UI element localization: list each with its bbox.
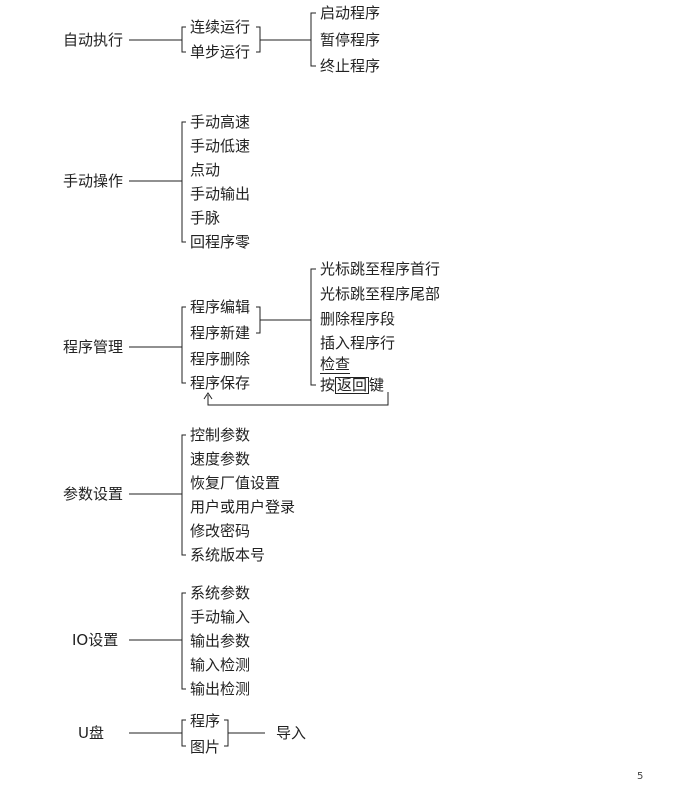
output-params-label: 输出参数 (190, 632, 251, 650)
page-number: 5 (637, 771, 644, 782)
press-return-key-label: 按返回键 (320, 375, 384, 395)
cursor-to-first-line-label: 光标跳至程序首行 (320, 260, 441, 278)
return-program-zero-label: 回程序零 (190, 233, 251, 251)
auto-execution-label: 自动执行 (63, 31, 124, 49)
speed-params-label: 速度参数 (190, 450, 251, 468)
manual-high-speed-label: 手动高速 (190, 113, 251, 131)
program-delete-label: 程序删除 (190, 350, 251, 368)
manual-operation-label: 手动操作 (63, 172, 124, 190)
jog-label: 点动 (190, 161, 221, 179)
delete-block-label: 删除程序段 (320, 310, 396, 328)
key-suffix: 键 (369, 376, 385, 394)
program-new-label: 程序新建 (190, 324, 251, 342)
check-label: 检查 (320, 355, 351, 374)
return-key-box: 返回 (335, 376, 370, 394)
system-params-label: 系统参数 (190, 584, 251, 602)
pause-program-label: 暂停程序 (320, 31, 381, 49)
restore-factory-label: 恢复厂值设置 (190, 474, 281, 492)
continuous-run-label: 连续运行 (190, 18, 251, 36)
stop-program-label: 终止程序 (320, 57, 381, 75)
manual-low-speed-label: 手动低速 (190, 137, 251, 155)
output-detection-label: 输出检测 (190, 680, 251, 698)
io-settings-label: IO设置 (72, 631, 119, 649)
single-step-run-label: 单步运行 (190, 43, 251, 61)
program-save-label: 程序保存 (190, 374, 251, 392)
insert-line-label: 插入程序行 (320, 334, 396, 352)
parameter-settings-label: 参数设置 (63, 485, 124, 503)
handwheel-label: 手脉 (190, 209, 221, 227)
start-program-label: 启动程序 (320, 4, 381, 22)
program-management-label: 程序管理 (63, 338, 124, 356)
manual-output-label: 手动输出 (190, 185, 251, 203)
user-login-label: 用户或用户登录 (190, 498, 296, 516)
input-detection-label: 输入检测 (190, 656, 251, 674)
cursor-to-end-label: 光标跳至程序尾部 (320, 285, 441, 303)
system-version-label: 系统版本号 (190, 546, 266, 564)
usb-program-label: 程序 (190, 712, 221, 730)
control-params-label: 控制参数 (190, 426, 251, 444)
program-edit-label: 程序编辑 (190, 298, 251, 316)
import-label: 导入 (276, 724, 307, 742)
usb-image-label: 图片 (190, 738, 221, 756)
usb-disk-label: U盘 (78, 724, 104, 742)
change-password-label: 修改密码 (190, 522, 251, 540)
manual-input-label: 手动输入 (190, 608, 251, 626)
press-prefix: 按 (320, 376, 336, 394)
